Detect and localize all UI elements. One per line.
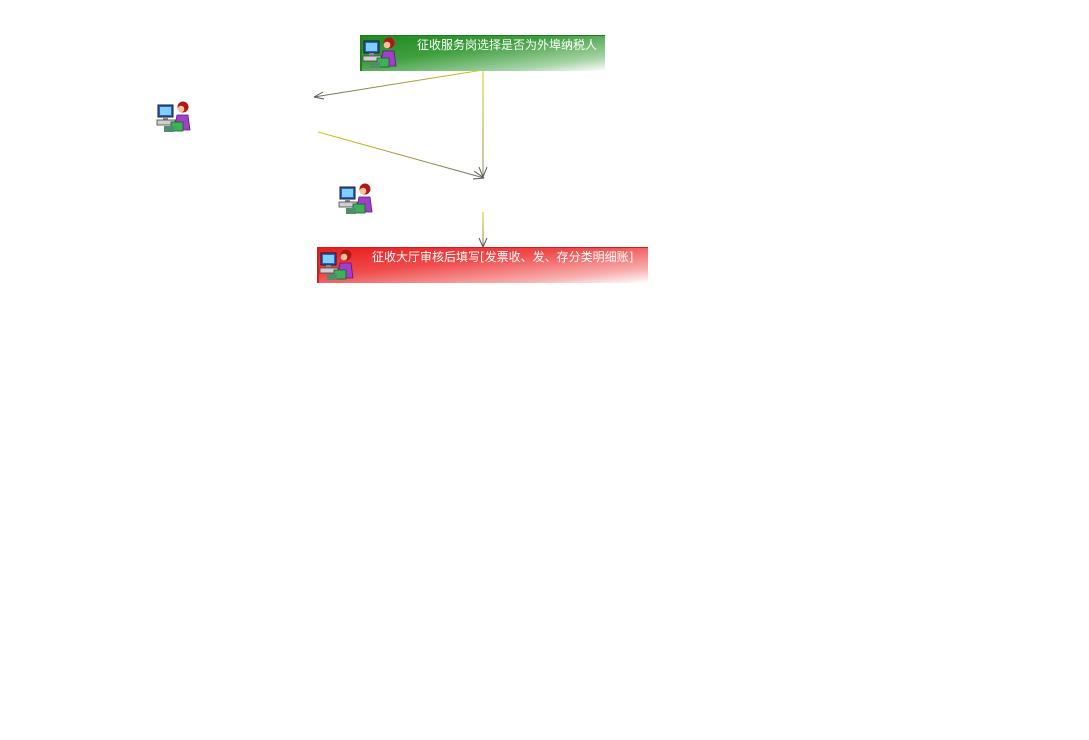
connector-green-down <box>478 70 488 178</box>
clerk-at-computer-icon <box>156 100 192 134</box>
arrowhead-icon <box>472 170 485 180</box>
step-select-outside-taxpayer-label: 征收服务岗选择是否为外埠纳税人 <box>417 38 598 52</box>
arrowhead-icon <box>478 166 488 178</box>
clerk-at-computer-icon <box>362 36 398 70</box>
clerk-at-computer-icon <box>319 248 355 282</box>
clerk-at-computer-icon <box>338 182 374 216</box>
arrowhead-icon <box>313 91 325 100</box>
step-select-outside-taxpayer[interactable]: 征收服务岗选择是否为外埠纳税人 <box>360 35 605 71</box>
step-hall-review-fill-ledger-label: 征收大厅审核后填写[发票收、发、存分类明细账] <box>372 250 634 264</box>
connector-left-to-merge <box>317 131 485 180</box>
connector-green-to-left <box>313 69 484 100</box>
connector-merge-to-red <box>478 212 488 248</box>
step-hall-review-fill-ledger[interactable]: 征收大厅审核后填写[发票收、发、存分类明细账] <box>317 247 648 283</box>
arrowhead-icon <box>478 237 488 248</box>
